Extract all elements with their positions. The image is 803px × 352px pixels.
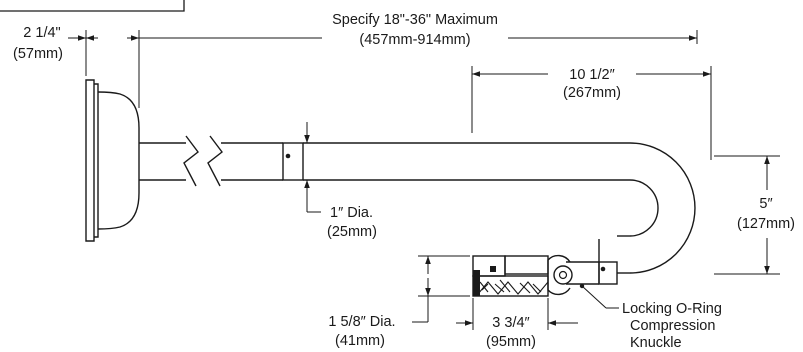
dim-bend-drop: 5″ (127mm)	[714, 155, 795, 275]
dim-bend-reach: 10 1/2″ (267mm)	[471, 66, 712, 160]
arm-tube-left	[139, 142, 186, 181]
dim-arm-length-imperial: Specify 18"-36" Maximum	[332, 12, 498, 28]
dim-bend-drop-imperial: 5″	[759, 196, 772, 212]
dim-arm-length-metric: (457mm-914mm)	[359, 32, 470, 48]
dim-bend-reach-metric: (267mm)	[563, 85, 621, 101]
dim-bend-drop-metric: (127mm)	[737, 216, 795, 232]
compression-knuckle	[472, 254, 573, 297]
dim-tube-diameter-imperial: 1″ Dia.	[330, 205, 373, 221]
arm-tube-right	[221, 142, 696, 285]
dim-fitting-length: 3 3/4″ (95mm)	[456, 298, 578, 350]
dim-fitting-length-metric: (95mm)	[486, 334, 536, 350]
callout-knuckle: Locking O-Ring Compression Knuckle	[579, 283, 722, 351]
dim-tube-diameter-metric: (25mm)	[327, 224, 377, 240]
wall-mount-plate	[85, 79, 140, 242]
callout-knuckle-line-2: Compression	[630, 318, 715, 334]
dim-fitting-diameter: 1 5/8″ Dia. (41mm)	[328, 255, 470, 349]
dim-fitting-diameter-metric: (41mm)	[335, 333, 385, 349]
title-box-fragment	[0, 0, 185, 12]
dim-tube-diameter: 1″ Dia. (25mm)	[304, 122, 377, 240]
dim-mount-depth-metric: (57mm)	[13, 46, 63, 62]
dim-arm-length: Specify 18"-36" Maximum (457mm-914mm)	[158, 12, 698, 48]
break-symbol	[183, 135, 223, 187]
dim-fitting-length-imperial: 3 3/4″	[492, 315, 529, 331]
dim-mount-depth: 2 1/4" (57mm)	[13, 25, 158, 108]
dim-fitting-diameter-imperial: 1 5/8″ Dia.	[328, 314, 395, 330]
callout-knuckle-line-3: Knuckle	[630, 335, 682, 351]
dim-mount-depth-imperial: 2 1/4"	[23, 25, 60, 41]
callout-knuckle-line-1: Locking O-Ring	[622, 301, 722, 317]
dim-bend-reach-imperial: 10 1/2″	[569, 67, 614, 83]
